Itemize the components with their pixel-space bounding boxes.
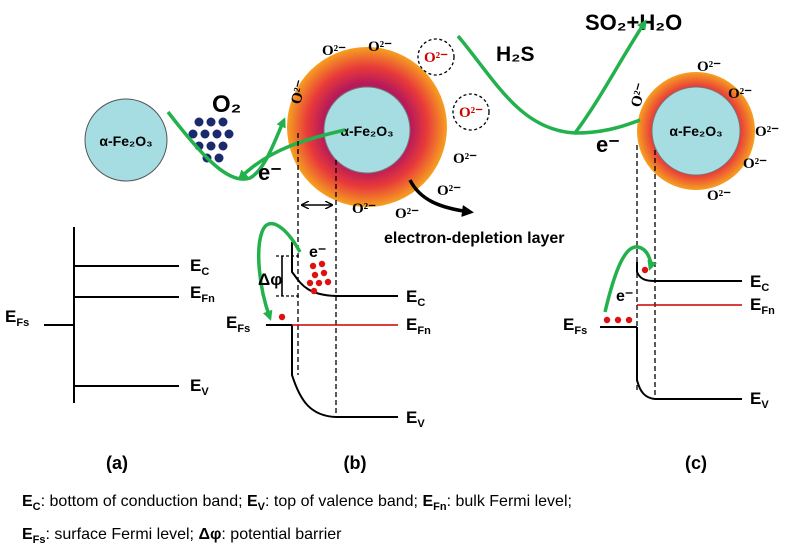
oxygen-ions-right: O²⁻ O²⁻ O²⁻ O²⁻ O²⁻ O²⁻ (628, 59, 779, 204)
panel-b-label: (b) (344, 453, 367, 473)
svg-text:O²⁻: O²⁻ (707, 188, 731, 204)
svg-text:O²⁻: O²⁻ (743, 156, 767, 172)
svg-text:e⁻: e⁻ (258, 160, 282, 185)
oxygen-ions-big: O²⁻ O²⁻ O²⁻ O²⁻ O²⁻ O²⁻ O²⁻ (288, 39, 477, 222)
svg-text:EFs: EFs (563, 315, 587, 337)
svg-text:EFn: EFn (750, 295, 775, 317)
svg-text:EFn: EFn (190, 283, 215, 305)
svg-text:O²⁻: O²⁻ (697, 59, 721, 75)
svg-text:EC: EC (750, 272, 769, 294)
svg-text:O²⁻: O²⁻ (368, 39, 392, 55)
svg-text:O²⁻: O²⁻ (755, 124, 779, 140)
big-particle: α-Fe₂O₃ (287, 47, 447, 207)
svg-text:EC: EC (406, 287, 425, 309)
panel-c-bands (600, 262, 742, 400)
svg-text:O²⁻: O²⁻ (352, 201, 376, 217)
svg-text:e⁻: e⁻ (616, 288, 633, 305)
gas-flow-arrows (166, 19, 647, 181)
svg-text:O²⁻: O²⁻ (322, 43, 346, 59)
adsorbed-o2-dots (188, 117, 234, 163)
svg-text:O²⁻: O²⁻ (424, 50, 448, 66)
legend-caption: EC: bottom of conduction band; EV: top o… (22, 488, 782, 554)
free-oxygen-ions: O²⁻ O²⁻ (417, 38, 490, 131)
svg-text:α-Fe₂O₃: α-Fe₂O₃ (669, 123, 722, 139)
panel-b-bands (266, 242, 398, 418)
svg-text:O²⁻: O²⁻ (453, 151, 477, 167)
panel-b-transfer-arrow (257, 221, 302, 321)
svg-text:EFn: EFn (406, 315, 431, 337)
panel-a-label: (a) (106, 453, 128, 473)
svg-text:EV: EV (190, 376, 209, 398)
legend-line-1: EC: bottom of conduction band; EV: top o… (22, 493, 572, 514)
panel-b-electrons (278, 260, 332, 321)
h2s-label: H₂S (496, 43, 535, 66)
panel-c-transfer-arrow (603, 245, 657, 313)
panel-c-labels: EC EFn EFs EV (563, 272, 775, 411)
svg-text:O²⁻: O²⁻ (437, 183, 461, 199)
panel-a-bands (44, 227, 179, 403)
panel-a-labels: EC EFn EFs EV (5, 256, 215, 398)
svg-text:α-Fe₂O₃: α-Fe₂O₃ (99, 133, 152, 149)
svg-text:O²⁻: O²⁻ (459, 105, 483, 121)
legend-line-2: EFs: surface Fermi level; Δφ: potential … (22, 526, 342, 547)
panel-b-labels: Δφ EC EFn EFs EV (226, 270, 431, 430)
svg-text:O²⁻: O²⁻ (728, 86, 752, 102)
svg-text:e⁻: e⁻ (596, 132, 620, 157)
right-particle: α-Fe₂O₃ (637, 72, 755, 190)
svg-text:e⁻: e⁻ (309, 244, 326, 261)
panel-c-electrons (603, 266, 649, 324)
depletion-arrow (408, 179, 474, 217)
svg-text:O²⁻: O²⁻ (395, 206, 419, 222)
svg-text:Δφ: Δφ (258, 270, 282, 289)
svg-text:EFs: EFs (226, 313, 250, 335)
depletion-label: electron-depletion layer (384, 230, 565, 247)
small-particle: α-Fe₂O₃ (84, 98, 168, 182)
svg-text:O²⁻: O²⁻ (628, 82, 650, 109)
svg-text:EC: EC (190, 256, 209, 278)
electron-labels: e⁻ e⁻ e⁻ e⁻ (258, 132, 633, 305)
svg-text:α-Fe₂O₃: α-Fe₂O₃ (340, 123, 393, 139)
svg-text:O²⁻: O²⁻ (288, 79, 310, 106)
products-label: SO₂+H₂O (585, 10, 682, 35)
svg-text:EV: EV (406, 408, 425, 430)
panel-c-label: (c) (685, 453, 707, 473)
svg-text:EFs: EFs (5, 307, 29, 329)
o2-label: O₂ (212, 91, 241, 118)
svg-text:EV: EV (750, 389, 769, 411)
